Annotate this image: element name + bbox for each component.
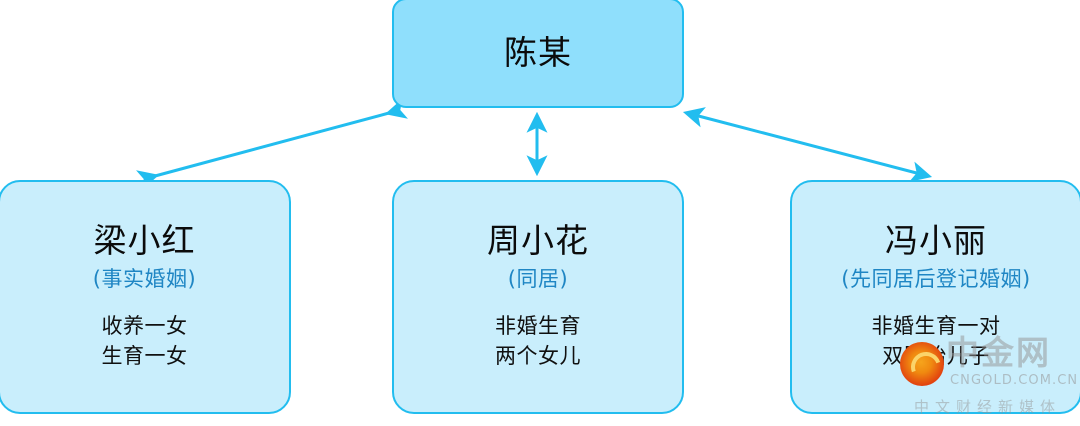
node-middle-detail: 非婚生育 两个女儿: [495, 312, 581, 372]
node-right-name: 冯小丽: [885, 221, 987, 261]
node-root-name: 陈某: [504, 32, 572, 72]
node-right-detail: 非婚生育一对 双胞胎儿子: [872, 312, 1001, 372]
node-left-detail-line2: 生育一女: [101, 344, 188, 369]
node-left[interactable]: 梁小红 (事实婚姻) 收养一女 生育一女: [0, 180, 291, 414]
edge-root-left: [136, 98, 408, 191]
node-right-subtitle: (先同居后登记婚姻): [841, 267, 1031, 292]
node-right-detail-line1: 非婚生育一对: [871, 314, 1001, 339]
node-middle-name: 周小花: [487, 221, 589, 261]
node-middle[interactable]: 周小花 (同居) 非婚生育 两个女儿: [392, 180, 684, 414]
node-right-detail-line2: 双胞胎儿子: [882, 344, 990, 369]
node-left-detail-line1: 收养一女: [101, 314, 188, 339]
node-left-detail: 收养一女 生育一女: [102, 312, 188, 372]
node-middle-subtitle: (同居): [507, 267, 569, 292]
node-middle-detail-line2: 两个女儿: [495, 344, 581, 369]
node-left-subtitle: (事实婚姻): [92, 267, 197, 292]
node-root[interactable]: 陈某: [392, 0, 684, 108]
node-middle-detail-line1: 非婚生育: [495, 314, 581, 339]
node-left-name: 梁小红: [93, 221, 196, 261]
node-right[interactable]: 冯小丽 (先同居后登记婚姻) 非婚生育一对 双胞胎儿子: [790, 180, 1080, 414]
edge-root-right: [682, 107, 933, 182]
